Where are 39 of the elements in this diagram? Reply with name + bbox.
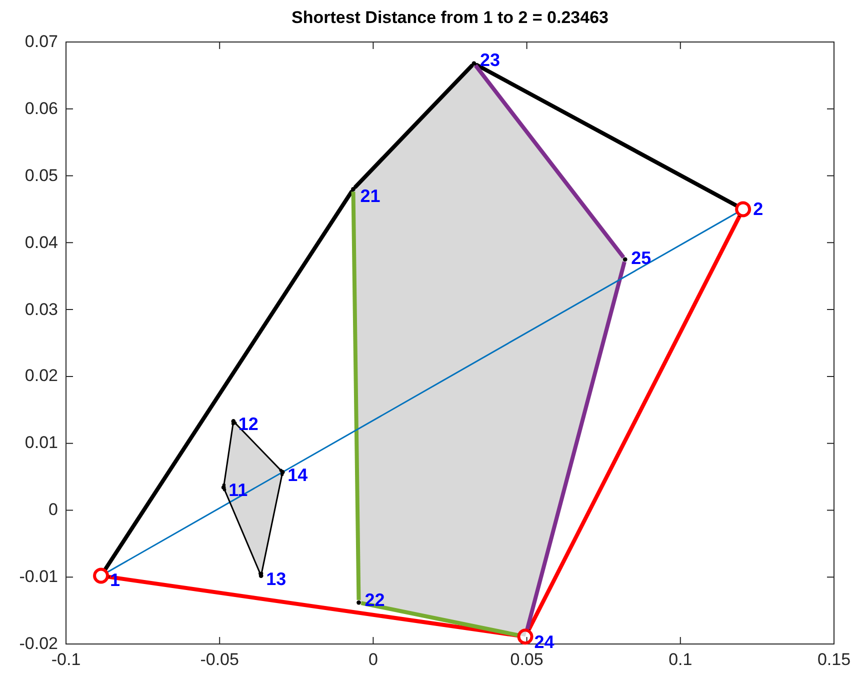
line-segment [525,261,626,630]
chart-title: Shortest Distance from 1 to 2 = 0.23463 [290,8,610,28]
line-segment [474,62,739,208]
y-tick-label: 0.04 [24,232,58,253]
vertex-label: 21 [360,187,380,206]
y-tick-label: 0.05 [24,166,58,186]
x-tick-label: 0.15 [817,650,851,670]
line-segment [106,212,738,573]
vertex-label: 23 [480,51,500,70]
vertex-label: 2 [753,200,764,218]
y-tick-label: 0.01 [24,433,58,454]
y-tick-label: -0.02 [19,634,58,653]
y-tick-label: 0.03 [24,300,58,320]
line-segment [234,421,282,472]
y-tick-label: -0.01 [19,567,58,588]
line-segment [222,422,235,487]
vertex-label: 11 [228,481,248,500]
x-tick-label: -0.05 [200,650,239,670]
vertex-label: 12 [238,415,258,434]
line-segment [260,472,284,575]
y-tick-label: 0 [48,500,58,520]
line-segment [103,190,354,572]
line-segment [351,192,361,600]
vertex-label: 13 [266,570,286,588]
y-tick-label: 0.07 [24,32,58,52]
line-segment [526,214,742,632]
y-tick-label: 0.02 [24,366,58,386]
line-segment [474,64,626,259]
line-segment [222,488,262,576]
line-segment [360,601,519,638]
x-tick-label: 0.1 [668,650,692,670]
x-tick-label: -0.1 [51,650,81,670]
vertex-label: 14 [288,466,308,484]
line-segment [106,574,520,638]
x-tick-label: 0.05 [510,650,544,670]
vertex-label: 25 [631,249,652,268]
line-segment [353,64,474,189]
x-tick-label: 0 [368,650,378,670]
y-tick-label: 0.06 [24,98,58,119]
